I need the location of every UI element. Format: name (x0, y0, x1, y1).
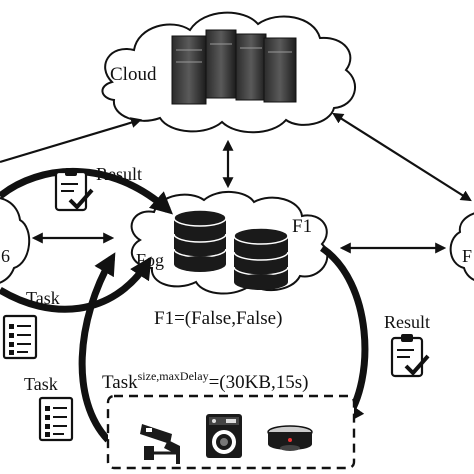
server-rack-icon (171, 29, 297, 105)
fog-center-label: Fog (136, 250, 164, 270)
task-list-icon (38, 396, 74, 442)
task-requirement-base: Task (102, 372, 138, 393)
task-arrow-upper (0, 256, 152, 313)
result-label-right: Result (384, 312, 430, 332)
washing-machine-icon (206, 414, 242, 458)
fog-state-label: F1=(False,False) (154, 308, 282, 329)
fog-node-left: 6 (0, 197, 31, 284)
fog-left-label: 6 (1, 246, 10, 266)
iot-devices-group (106, 394, 356, 470)
task-label-upper: Task (26, 288, 60, 308)
task-requirement-sup: size,maxDelay (138, 369, 209, 383)
security-camera-icon (140, 424, 180, 464)
cloud-left-link (0, 117, 143, 164)
fog-right-label: F (462, 246, 472, 266)
cloud-label: Cloud (110, 64, 157, 85)
cloud-right-link (332, 112, 472, 202)
task-requirement-label: Tasksize,maxDelay=(30KB,15s) (102, 369, 309, 393)
cloud-node: Cloud (101, 11, 356, 134)
smoke-detector-icon (267, 425, 313, 451)
result-arrow-right (319, 245, 369, 426)
task-list-icon (2, 314, 38, 360)
result-label-top: Result (96, 164, 142, 184)
fog-node-id-label: F1 (292, 216, 312, 237)
task-arrow-lower (78, 252, 116, 443)
fog-node-right: F (449, 212, 474, 281)
clipboard-check-icon (54, 168, 94, 212)
clipboard-check-icon (390, 334, 430, 378)
database-icon (173, 209, 289, 290)
fog-right-shape (449, 212, 474, 281)
fog-left-shape (0, 197, 31, 284)
task-label-lower: Task (24, 374, 58, 394)
task-requirement-value: =(30KB,15s) (209, 372, 309, 393)
